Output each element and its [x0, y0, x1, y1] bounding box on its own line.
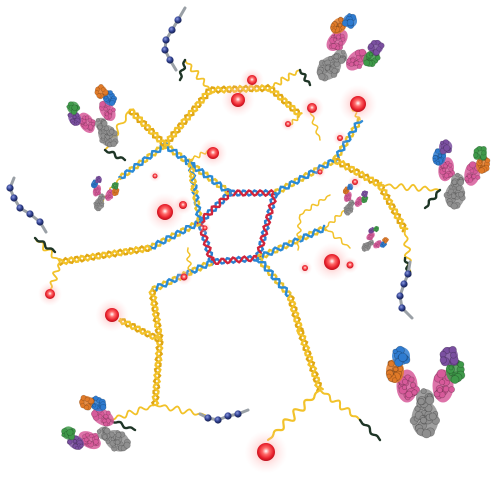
inner-helix-w: [148, 219, 202, 251]
dark-linker-6: [178, 58, 187, 82]
glowing-nanoparticle-icon: [244, 430, 288, 474]
antibody-icon: [90, 175, 120, 212]
glowing-nanoparticle-icon: [314, 166, 326, 178]
glowing-nanoparticle-icon: [341, 256, 359, 274]
linker-s-particle: [266, 388, 322, 442]
inner-helix-se: [256, 256, 292, 298]
glowing-nanoparticle-icon: [347, 174, 363, 190]
glowing-nanoparticle-icon: [221, 83, 255, 117]
dark-linker-5: [358, 418, 382, 442]
outer-helix-sw3: [118, 317, 162, 343]
outer-helix-e2: [377, 183, 409, 233]
linker-s-peptide: [154, 404, 206, 416]
peptide-chain-icon: [198, 408, 250, 424]
linker-ne-antibody: [269, 69, 301, 89]
outer-helix-s2: [296, 328, 324, 393]
twig-4: [324, 227, 351, 249]
antibody-icon: [316, 13, 385, 82]
peptide-layer: [6, 6, 414, 424]
glowing-nanoparticle-icon: [312, 242, 352, 282]
linker-sw-antibody: [109, 404, 156, 421]
linker-e-antibody: [379, 183, 441, 192]
glowing-nanoparticle-icon: [173, 195, 193, 215]
antibody-icon: [361, 225, 389, 252]
linker-se-antibody: [319, 389, 361, 421]
linker-layer: [33, 58, 442, 442]
antibody-icon: [432, 139, 491, 210]
dark-linker-1: [298, 68, 312, 87]
glowing-nanoparticle-icon: [280, 116, 296, 132]
outer-helix-nw: [128, 108, 167, 147]
outer-helix-n1: [162, 88, 213, 147]
glowing-nanoparticle-icon: [95, 298, 129, 332]
dark-linker-3: [423, 188, 442, 210]
core-helix-bottom: [210, 254, 260, 266]
antibody-icon: [66, 84, 119, 148]
dark-linker-4: [108, 418, 137, 432]
outer-helix-s1: [286, 294, 304, 332]
core-helix-left-high: [198, 190, 233, 224]
inner-helix-e: [256, 224, 328, 261]
outer-helix-e1: [333, 157, 383, 189]
glowing-nanoparticle-icon: [175, 268, 193, 286]
outer-helix-sw2: [150, 338, 164, 407]
peptide-chain-icon: [161, 6, 187, 72]
antibody-icon: [61, 394, 131, 452]
glowing-nanoparticle-icon: [199, 222, 211, 234]
core-helix-right: [255, 191, 279, 260]
dark-linker-7: [33, 236, 57, 254]
core-helix-top: [228, 188, 277, 198]
twig-1: [188, 159, 197, 206]
twig-5: [299, 194, 331, 216]
linker-n-peptide: [184, 59, 211, 91]
glowing-nanoparticle-icon: [338, 84, 378, 124]
inner-helix-ne: [273, 156, 338, 196]
antibody-icon: [385, 345, 466, 439]
glowing-nanoparticle-icon: [297, 260, 313, 276]
twig-7: [186, 247, 192, 276]
outer-helix-sw1: [148, 288, 164, 342]
twig-6: [296, 214, 302, 251]
glowing-nanoparticle-icon: [332, 130, 348, 146]
inner-helix-nw: [162, 142, 232, 196]
glowing-nanoparticle-icon: [198, 138, 228, 168]
peptide-chain-icon: [396, 260, 414, 320]
peptide-chain-icon: [6, 176, 48, 234]
twig-3: [324, 209, 346, 229]
outer-helix-n3: [268, 86, 303, 118]
nanoparticle-layer: [38, 68, 378, 474]
helix-layer: [58, 83, 409, 407]
inner-helix-far-w: [118, 143, 167, 181]
glowing-nanoparticle-icon: [300, 96, 324, 120]
glowing-nanoparticle-icon: [38, 282, 62, 306]
outer-helix-w: [58, 244, 152, 266]
glowing-nanoparticle-icon: [149, 170, 161, 182]
dark-linker-2: [103, 148, 127, 162]
antibody-layer: [61, 13, 491, 452]
